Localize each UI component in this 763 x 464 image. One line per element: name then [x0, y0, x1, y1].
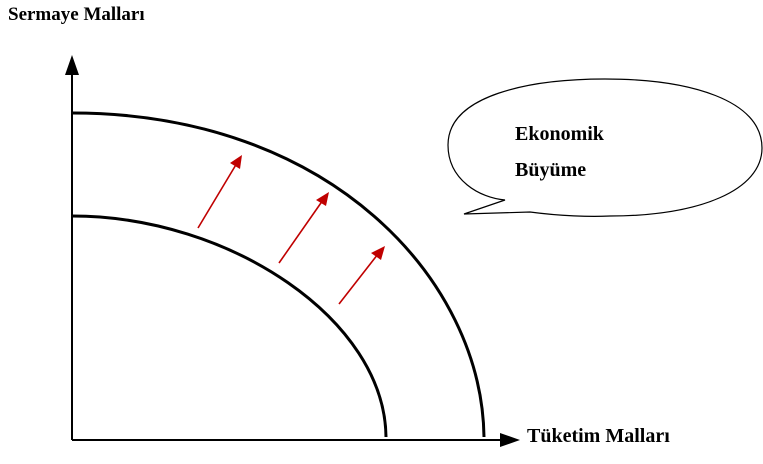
inner-ppf-curve — [71, 214, 388, 438]
y-axis-arrowhead — [65, 55, 79, 75]
growth-arrow-2 — [278, 199, 324, 264]
x-axis-arrowhead — [500, 433, 520, 447]
growth-arrowhead-3 — [371, 246, 385, 260]
speech-bubble — [447, 78, 763, 217]
y-axis-label: Sermaye Malları — [8, 4, 145, 25]
growth-arrow-3 — [338, 253, 379, 305]
growth-arrowhead-1 — [230, 155, 242, 169]
growth-arrowhead-2 — [316, 192, 329, 206]
bubble-text-line-2: Büyüme — [515, 159, 587, 181]
outer-ppf-curve — [71, 111, 486, 438]
bubble-text-line-1: Ekonomik — [515, 123, 604, 145]
growth-arrow-1 — [197, 162, 238, 229]
bubble-text: Ekonomik Büyüme — [515, 116, 604, 188]
x-axis-label: Tüketim Malları — [527, 425, 670, 447]
